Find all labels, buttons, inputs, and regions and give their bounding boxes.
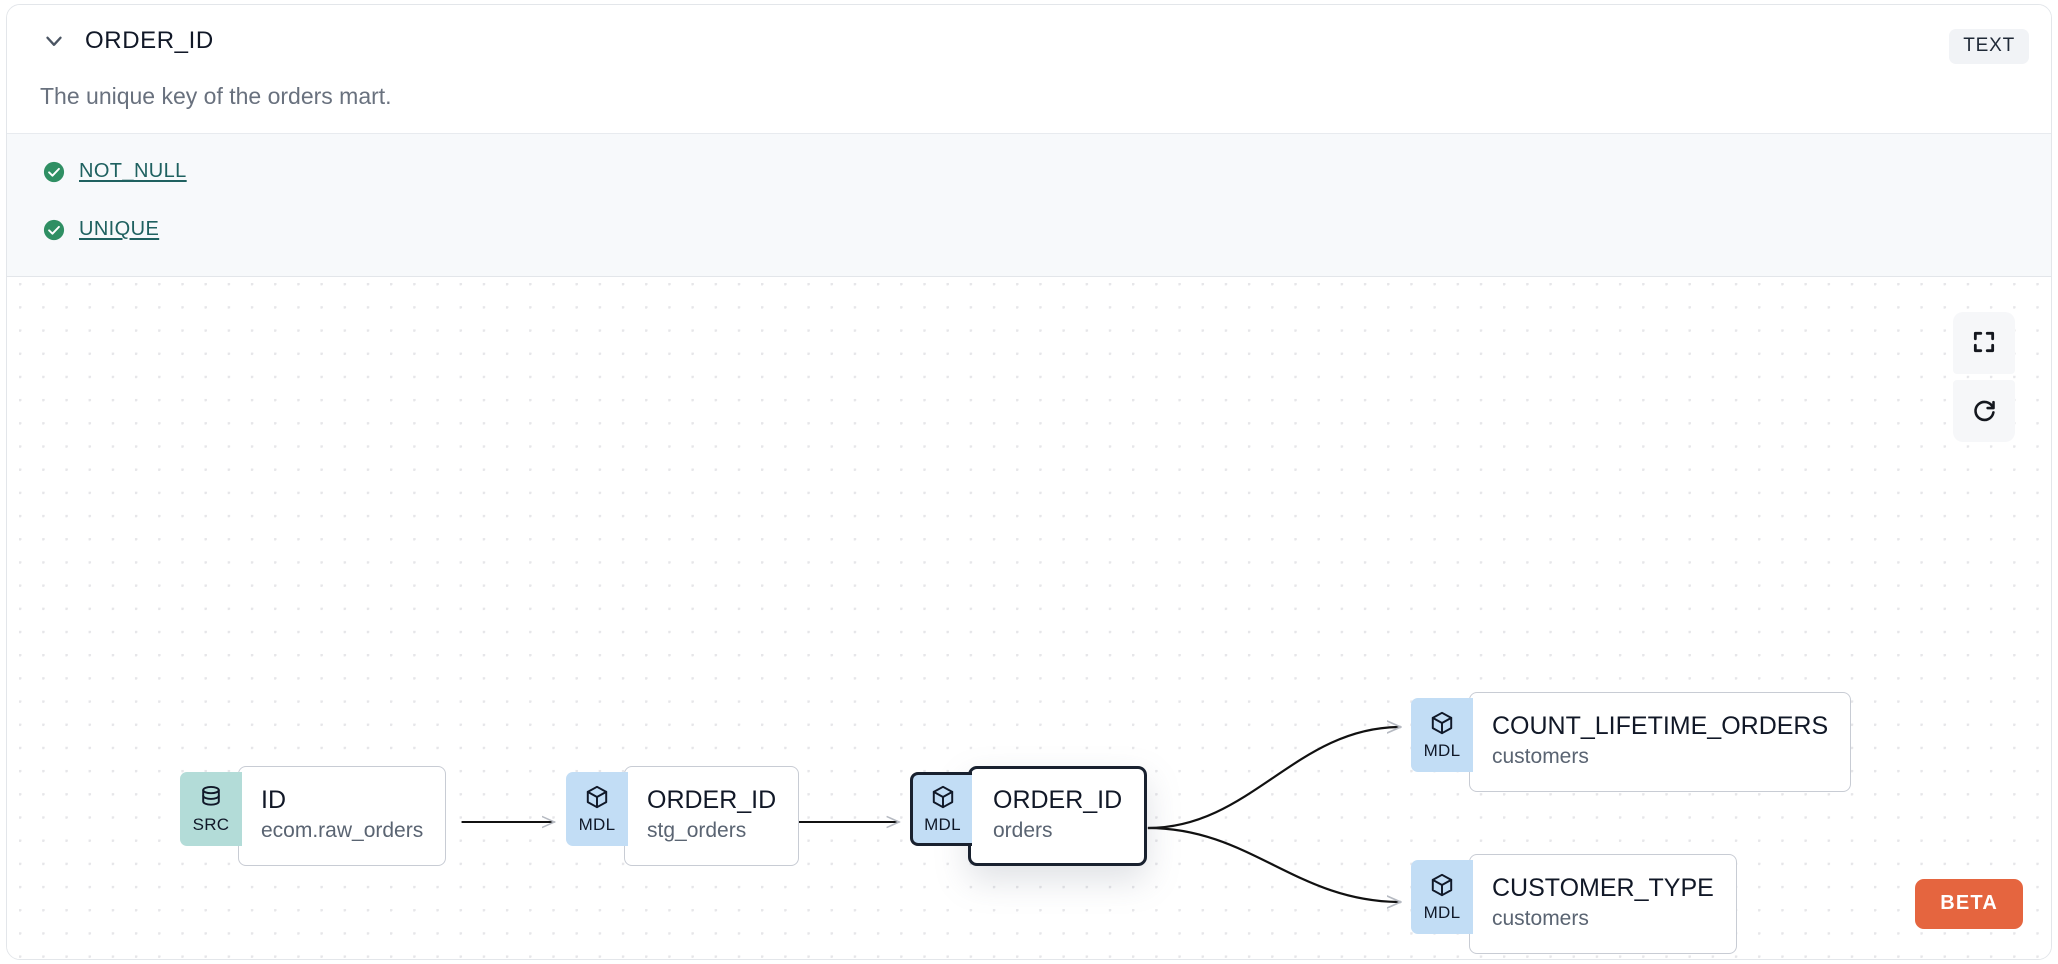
database-icon [198, 784, 224, 815]
node-badge-mdl: MDL [910, 772, 972, 846]
beta-badge[interactable]: BETA [1915, 879, 2023, 929]
page-title: ORDER_ID [85, 27, 214, 54]
lineage-node-id[interactable]: SRC ID ecom.raw_orders [180, 766, 447, 866]
cube-icon [1429, 710, 1455, 741]
node-badge-label: MDL [1423, 741, 1461, 760]
cube-icon [930, 784, 956, 815]
node-name: ORDER_ID [647, 786, 777, 815]
fullscreen-button[interactable] [1953, 312, 2015, 374]
node-body: ID ecom.raw_orders [238, 766, 447, 866]
node-badge-mdl: MDL [566, 772, 628, 846]
column-description: The unique key of the orders mart. [40, 83, 392, 109]
refresh-button[interactable] [1953, 380, 2015, 442]
test-item-unique[interactable]: UNIQUE [43, 218, 159, 241]
node-body: ORDER_ID orders [968, 766, 1148, 866]
node-badge-mdl: MDL [1411, 860, 1473, 934]
graph-controls [1953, 312, 2015, 442]
node-name: CUSTOMER_TYPE [1492, 874, 1714, 903]
cube-icon [1429, 872, 1455, 903]
data-type-badge: TEXT [1949, 29, 2029, 64]
node-name: ORDER_ID [993, 786, 1123, 815]
column-detail-card: ORDER_ID TEXT The unique key of the orde… [6, 4, 2052, 960]
node-badge-src: SRC [180, 772, 242, 846]
node-subtitle: customers [1492, 907, 1589, 931]
node-badge-label: SRC [192, 815, 230, 834]
node-body: COUNT_LIFETIME_ORDERS customers [1469, 692, 1852, 792]
lineage-node-count-lifetime-orders[interactable]: MDL COUNT_LIFETIME_ORDERS customers [1411, 692, 1852, 792]
check-circle-icon [43, 161, 65, 183]
fullscreen-icon [1971, 329, 1997, 358]
test-item-not-null[interactable]: NOT_NULL [43, 160, 187, 183]
node-badge-label: MDL [924, 815, 961, 834]
node-name: COUNT_LIFETIME_ORDERS [1492, 712, 1829, 741]
edge-orders-to-customer-type [1147, 826, 1401, 902]
lineage-graph-canvas[interactable]: SRC ID ecom.raw_orders [7, 277, 2051, 959]
node-name: ID [261, 786, 286, 815]
chevron-down-icon[interactable] [41, 28, 67, 54]
check-circle-icon [43, 219, 65, 241]
test-link-label[interactable]: UNIQUE [79, 218, 160, 240]
lineage-node-stg-orders[interactable]: MDL ORDER_ID stg_orders [566, 766, 800, 866]
node-subtitle: stg_orders [647, 819, 747, 843]
node-subtitle: orders [993, 819, 1053, 843]
node-subtitle: ecom.raw_orders [261, 819, 424, 843]
node-body: CUSTOMER_TYPE customers [1469, 854, 1737, 954]
card-header: ORDER_ID TEXT The unique key of the orde… [7, 5, 2051, 133]
node-subtitle: customers [1492, 745, 1589, 769]
edge-orders-to-count [1147, 727, 1401, 830]
lineage-node-orders-selected[interactable]: MDL ORDER_ID orders [910, 766, 1148, 866]
lineage-node-customer-type[interactable]: MDL CUSTOMER_TYPE customers [1411, 854, 1737, 954]
cube-icon [584, 784, 610, 815]
header-title-row: ORDER_ID [41, 27, 214, 55]
node-badge-label: MDL [1423, 903, 1461, 922]
tests-section: NOT_NULL UNIQUE [7, 133, 2051, 277]
refresh-icon [1971, 396, 1998, 426]
node-badge-label: MDL [578, 815, 616, 834]
test-link-label[interactable]: NOT_NULL [79, 160, 187, 182]
node-body: ORDER_ID stg_orders [624, 766, 800, 866]
node-badge-mdl: MDL [1411, 698, 1473, 772]
